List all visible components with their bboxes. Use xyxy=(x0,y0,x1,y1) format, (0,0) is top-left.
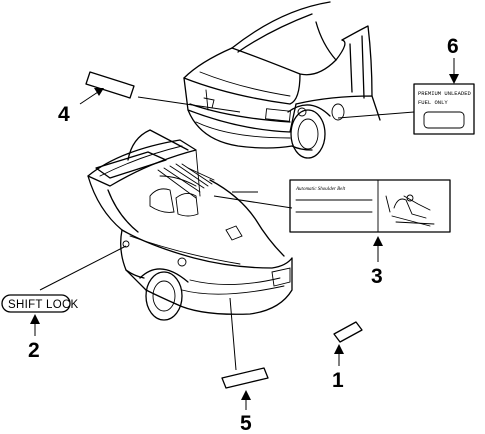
callout-2: 2 xyxy=(28,339,40,362)
leader-line-6 xyxy=(337,111,415,119)
shift-lock-label: SHIFT LOCK xyxy=(1,294,79,313)
arrow-1-icon xyxy=(334,344,344,354)
arrow-6-icon xyxy=(449,74,459,84)
leader-line-3 xyxy=(213,195,293,209)
label-strip-1 xyxy=(333,321,363,343)
arrow-4-icon xyxy=(94,88,104,96)
rear-car-illustration xyxy=(183,1,381,159)
arrow-5-icon xyxy=(241,390,251,400)
leader-line-2 xyxy=(39,245,127,291)
callout-4: 4 xyxy=(58,103,70,126)
label-strip-5 xyxy=(221,367,269,389)
shoulder-belt-label-heading: Automatic Shoulder Belt xyxy=(295,187,346,192)
leader-line-4 xyxy=(137,96,241,113)
callout-6: 6 xyxy=(447,35,459,58)
arrow-3-icon xyxy=(373,236,383,246)
shift-lock-text: SHIFT LOCK xyxy=(8,299,79,311)
shoulder-belt-label: Automatic Shoulder Belt xyxy=(289,179,451,233)
fuel-label-line2: FUEL ONLY xyxy=(418,99,448,106)
label-strip-4 xyxy=(85,71,135,99)
leader-line-5a xyxy=(229,297,237,371)
arrows xyxy=(30,58,459,410)
fuel-label-line1: PREMIUM UNLEADED xyxy=(418,90,472,97)
callout-3: 3 xyxy=(371,265,383,288)
front-car-illustration xyxy=(87,129,293,321)
fuel-label: PREMIUM UNLEADED FUEL ONLY xyxy=(413,83,475,135)
arrow-2-icon xyxy=(30,314,40,324)
callout-1: 1 xyxy=(332,369,344,392)
callout-5: 5 xyxy=(240,412,252,434)
